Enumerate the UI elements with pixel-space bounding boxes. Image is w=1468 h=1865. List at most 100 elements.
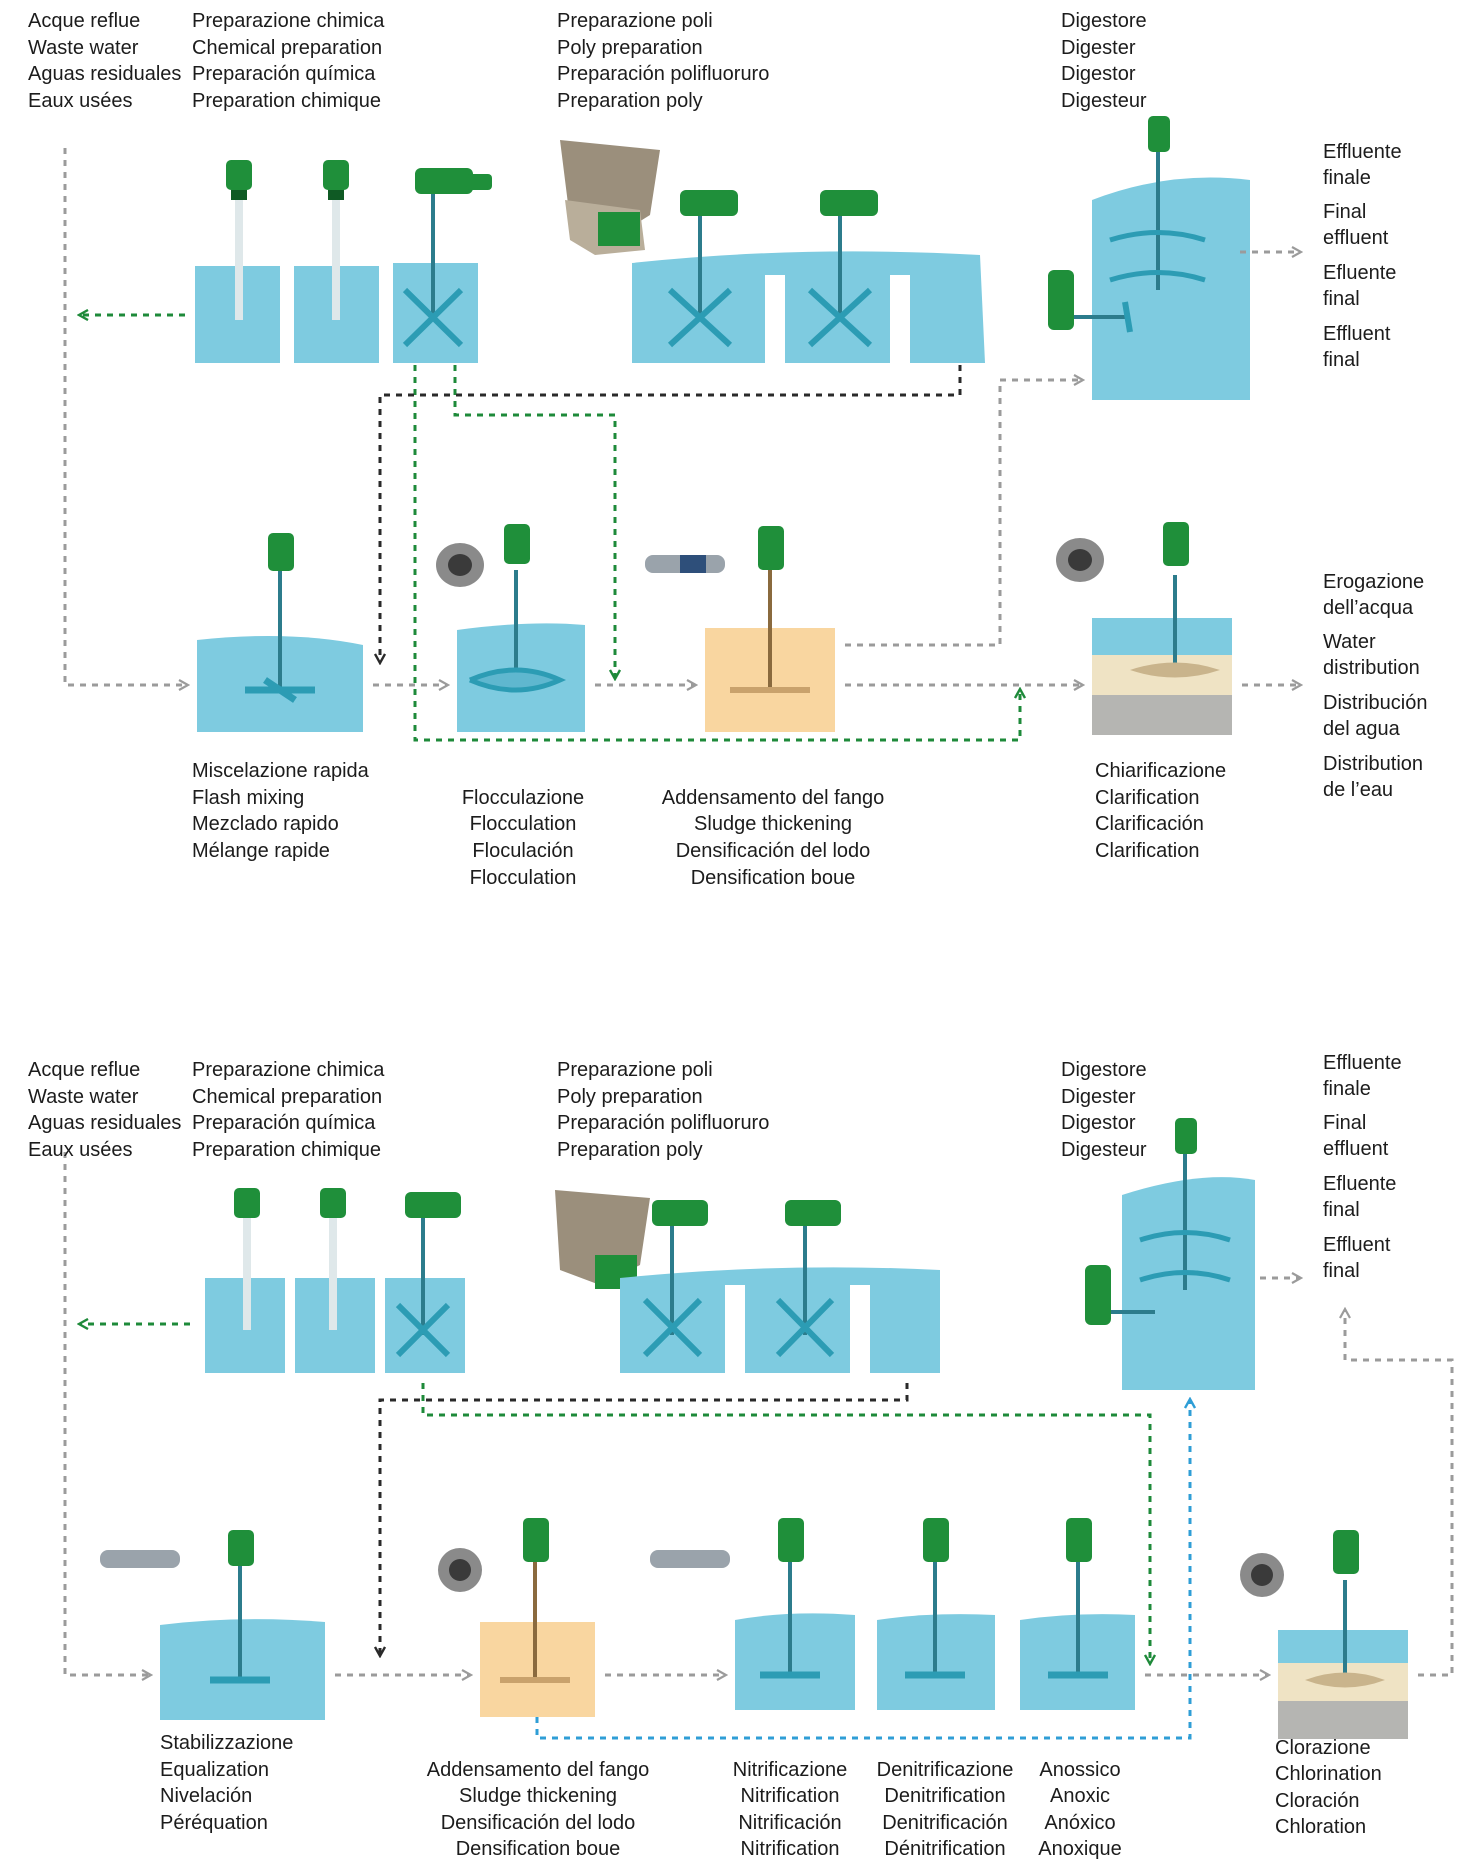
label-line: Anossico: [1039, 1759, 1120, 1781]
equalization-tank: [100, 1530, 325, 1720]
label-line: Digester: [1061, 1086, 1136, 1108]
label-line: effluent: [1323, 1138, 1389, 1160]
label-line: Clarificación: [1095, 813, 1204, 835]
flow-lines-1: [63, 148, 1300, 742]
label-line: Anoxic: [1050, 1785, 1110, 1807]
label-line: Clarification: [1095, 840, 1199, 862]
label-line: Nitrificación: [738, 1812, 841, 1834]
digester-tank: [1085, 1118, 1255, 1390]
poly-preparation-unit: [560, 140, 660, 255]
label-line: Final: [1323, 201, 1366, 223]
label-line: Nitrification: [741, 1838, 840, 1860]
label-line: distribution: [1323, 657, 1420, 679]
label-line: Effluente: [1323, 1052, 1402, 1074]
sludge-thickening-tank: [438, 1518, 595, 1717]
label-line: Stabilizzazione: [160, 1732, 293, 1754]
label-line: Cloración: [1275, 1790, 1359, 1812]
label-line: final: [1323, 1260, 1360, 1282]
final-effluent-label-1: Effluente finale Final effluent Efluente…: [1323, 141, 1402, 371]
label-line: Nitrification: [741, 1785, 840, 1807]
label-line: Efluente: [1323, 1173, 1396, 1195]
label-line: Equalization: [160, 1759, 269, 1781]
chlorination-label: Clorazione Chlorination Cloración Chlora…: [1275, 1737, 1382, 1838]
label-line: Denitrification: [884, 1785, 1005, 1807]
label-line: Distribution: [1323, 753, 1423, 775]
label-line: Densificación del lodo: [676, 840, 871, 862]
label-line: Effluent: [1323, 1234, 1391, 1256]
label-line: Digestor: [1061, 1112, 1136, 1134]
label-line: Chlorination: [1275, 1763, 1382, 1785]
water-distribution-label: Erogazione dell’acqua Water distribution…: [1323, 571, 1427, 801]
flash-mixing-label: Miscelazione rapida Flash mixing Mezclad…: [192, 760, 370, 862]
label-line: Addensamento del fango: [662, 787, 884, 809]
digester-label-1: Digestore Digester Digestor Digesteur: [1061, 10, 1147, 112]
label-line: de l’eau: [1323, 779, 1393, 801]
chemical-label-1: Preparazione chimica Chemical preparatio…: [192, 10, 385, 112]
label-line: Poly preparation: [557, 37, 703, 59]
label-line: Sludge thickening: [459, 1785, 617, 1807]
poly-tank: [620, 1200, 940, 1373]
anoxic-label: Anossico Anoxic Anóxico Anoxique: [1038, 1759, 1121, 1860]
diagram-1: Acque reflue Waste water Aguas residuale…: [28, 10, 1427, 889]
label-line: Mélange rapide: [192, 840, 330, 862]
label-line: Nivelación: [160, 1785, 252, 1807]
denitrification-tank: [877, 1518, 995, 1710]
label-line: Preparación química: [192, 1112, 376, 1134]
inlet-label-2: Acque reflue Waste water Aguas residuale…: [28, 1059, 181, 1161]
label-line: Poly preparation: [557, 1086, 703, 1108]
label-line: Effluent: [1323, 323, 1391, 345]
clarification-tank: [1056, 522, 1232, 735]
thickening-label-2: Addensamento del fango Sludge thickening…: [427, 1759, 649, 1860]
label-line: Water: [1323, 631, 1376, 653]
poly-label-2: Preparazione poli Poly preparation Prepa…: [557, 1059, 769, 1161]
label-line: Densification boue: [691, 867, 856, 889]
chemical-tank-1: [195, 160, 280, 363]
label-line: Effluente: [1323, 141, 1402, 163]
label-line: Sludge thickening: [694, 813, 852, 835]
label-line: Miscelazione rapida: [192, 760, 370, 782]
label-line: Preparazione chimica: [192, 1059, 385, 1081]
label-line: Distribución: [1323, 692, 1427, 714]
label-line: Erogazione: [1323, 571, 1424, 593]
label-line: Clorazione: [1275, 1737, 1371, 1759]
label-line: Aguas residuales: [28, 1112, 181, 1134]
equalization-label: Stabilizzazione Equalization Nivelación …: [160, 1732, 293, 1834]
poly-label-1: Preparazione poli Poly preparation Prepa…: [557, 10, 769, 112]
label-line: Preparation chimique: [192, 90, 381, 112]
flow-lines-2: [63, 1152, 1454, 1740]
label-line: Clarification: [1095, 787, 1199, 809]
label-line: Digesteur: [1061, 1139, 1147, 1161]
digester-label-2: Digestore Digester Digestor Digesteur: [1061, 1059, 1147, 1161]
label-line: dell’acqua: [1323, 597, 1414, 619]
chemical-label-2: Preparazione chimica Chemical preparatio…: [192, 1059, 385, 1161]
label-line: Flocculazione: [462, 787, 584, 809]
label-line: Preparación polifluoruro: [557, 63, 769, 85]
label-line: final: [1323, 288, 1360, 310]
label-line: Denitrificazione: [877, 1759, 1014, 1781]
label-line: Flocculation: [470, 867, 577, 889]
nitrification-tank: [650, 1518, 855, 1710]
label-line: Digesteur: [1061, 90, 1147, 112]
poly-preparation-unit: [555, 1190, 650, 1289]
label-line: Flash mixing: [192, 787, 304, 809]
thickening-label-1: Addensamento del fango Sludge thickening…: [662, 787, 884, 889]
label-line: Chemical preparation: [192, 37, 382, 59]
label-line: Chemical preparation: [192, 1086, 382, 1108]
label-line: Digestore: [1061, 10, 1147, 32]
label-line: Preparazione poli: [557, 10, 713, 32]
label-line: Nitrificazione: [733, 1759, 847, 1781]
label-line: Flocculation: [470, 813, 577, 835]
chemical-tank-3: [393, 168, 492, 363]
inlet-label-1: Acque reflue Waste water Aguas residuale…: [28, 10, 181, 112]
label-line: Mezclado rapido: [192, 813, 339, 835]
label-line: Digester: [1061, 37, 1136, 59]
label-line: Aguas residuales: [28, 63, 181, 85]
flocculation-tank: [436, 524, 585, 732]
nitrification-label: Nitrificazione Nitrification Nitrificaci…: [733, 1759, 847, 1860]
label-line: finale: [1323, 1078, 1371, 1100]
label-line: Waste water: [28, 1086, 139, 1108]
label-line: Acque reflue: [28, 10, 140, 32]
label-line: Preparación polifluoruro: [557, 1112, 769, 1134]
label-line: final: [1323, 1199, 1360, 1221]
